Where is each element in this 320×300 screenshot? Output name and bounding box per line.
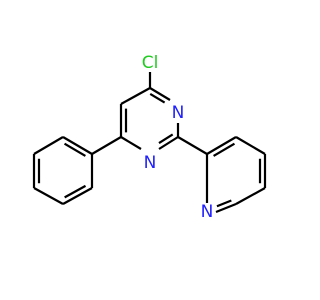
bond-py-c3-c4 — [235, 136, 266, 155]
bond-py-c2-c3 — [206, 136, 237, 155]
pyridine-n-atom-label: N — [201, 202, 214, 222]
bond-c2-c2prime — [177, 136, 208, 155]
bond-layer — [32, 72, 267, 214]
bond-ph-c1-c2 — [62, 136, 93, 155]
bond-ph-c4-c5 — [33, 187, 64, 205]
bond-n1-c2-inner — [158, 133, 174, 145]
chlorine-atom-label: Cl — [142, 53, 159, 73]
bond-ph-c2-c3 — [33, 136, 64, 155]
bond-ph-c1-c2-inner — [63, 142, 86, 157]
bond-py-c5-c6 — [235, 187, 266, 205]
molecule-structure: Cl N N N — [32, 53, 267, 222]
bond-c6-n1 — [120, 136, 142, 150]
atom-label-layer: Cl N N N — [142, 53, 214, 222]
bond-c4-n3 — [149, 87, 171, 101]
pyrimidine-n1-atom-label: N — [144, 153, 157, 173]
bond-c6-phenyl — [91, 136, 122, 155]
bond-py-c6-n-inner — [216, 199, 232, 208]
bond-ph-c5-c6-inner — [64, 184, 87, 199]
bond-ph-c5-c6 — [62, 187, 93, 205]
bond-n1-c2 — [158, 136, 179, 150]
bond-py-c6-n — [215, 202, 237, 214]
bond-py-c2-c3-inner — [213, 142, 236, 157]
bond-c4-c5 — [120, 87, 151, 105]
bond-c4-n3-inner — [149, 93, 166, 104]
pyrimidine-n3-atom-label: N — [172, 103, 185, 123]
